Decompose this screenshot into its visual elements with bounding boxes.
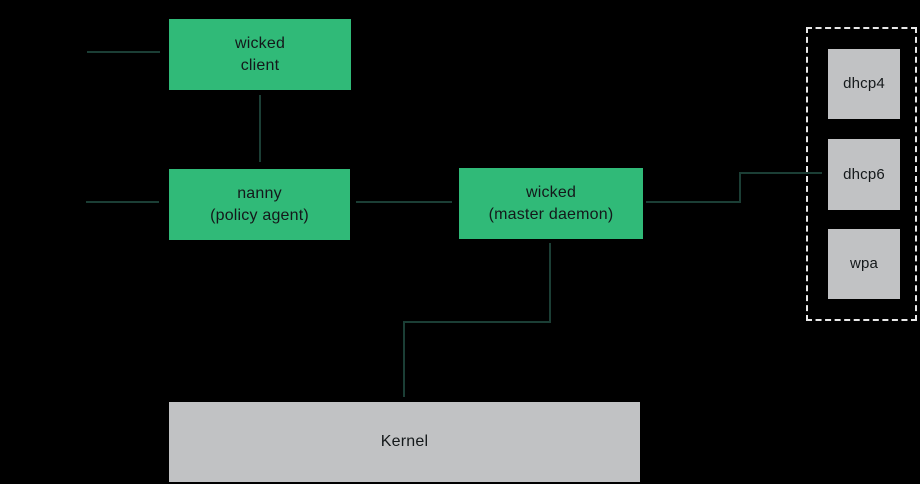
wicked-master-daemon-node: wicked (master daemon) (459, 168, 643, 239)
connector-wicked-master-to-kernel-v2 (403, 321, 405, 397)
wicked-master-label-line2: (master daemon) (488, 205, 614, 223)
dhcp4-label: dhcp4 (843, 75, 885, 92)
wicked-master-label-line1: wicked (525, 183, 577, 201)
connector-wicked-master-to-kernel-h (403, 321, 551, 323)
wicked-client-node: wicked client (169, 19, 351, 90)
nanny-label-line1: nanny (237, 184, 282, 202)
dhcp4-node: dhcp4 (828, 49, 900, 119)
wicked-client-label-line1: wicked (234, 34, 286, 52)
connector-wicked-master-to-supplicants-h1 (646, 201, 741, 203)
dhcp6-label: dhcp6 (843, 165, 885, 183)
supplicants-group-frame (806, 27, 917, 321)
connector-left-to-wicked-client (87, 51, 160, 53)
connector-wicked-master-to-supplicants-v (739, 172, 741, 203)
connector-left-to-nanny (86, 201, 159, 203)
wpa-node: wpa (828, 229, 900, 299)
kernel-node: Kernel (169, 402, 640, 482)
connector-nanny-to-wicked-master (356, 201, 452, 203)
connector-wicked-master-to-kernel-v1 (549, 243, 551, 323)
connector-wicked-client-to-nanny (259, 95, 261, 162)
wicked-client-label-line2: client (240, 56, 280, 74)
nanny-node: nanny (policy agent) (169, 169, 350, 240)
nanny-label-line2: (policy agent) (210, 206, 309, 224)
connector-wicked-master-to-supplicants-h2 (739, 172, 822, 174)
kernel-label: Kernel (380, 433, 429, 450)
wpa-label: wpa (849, 255, 879, 272)
dhcp6-node: dhcp6 (828, 139, 900, 210)
